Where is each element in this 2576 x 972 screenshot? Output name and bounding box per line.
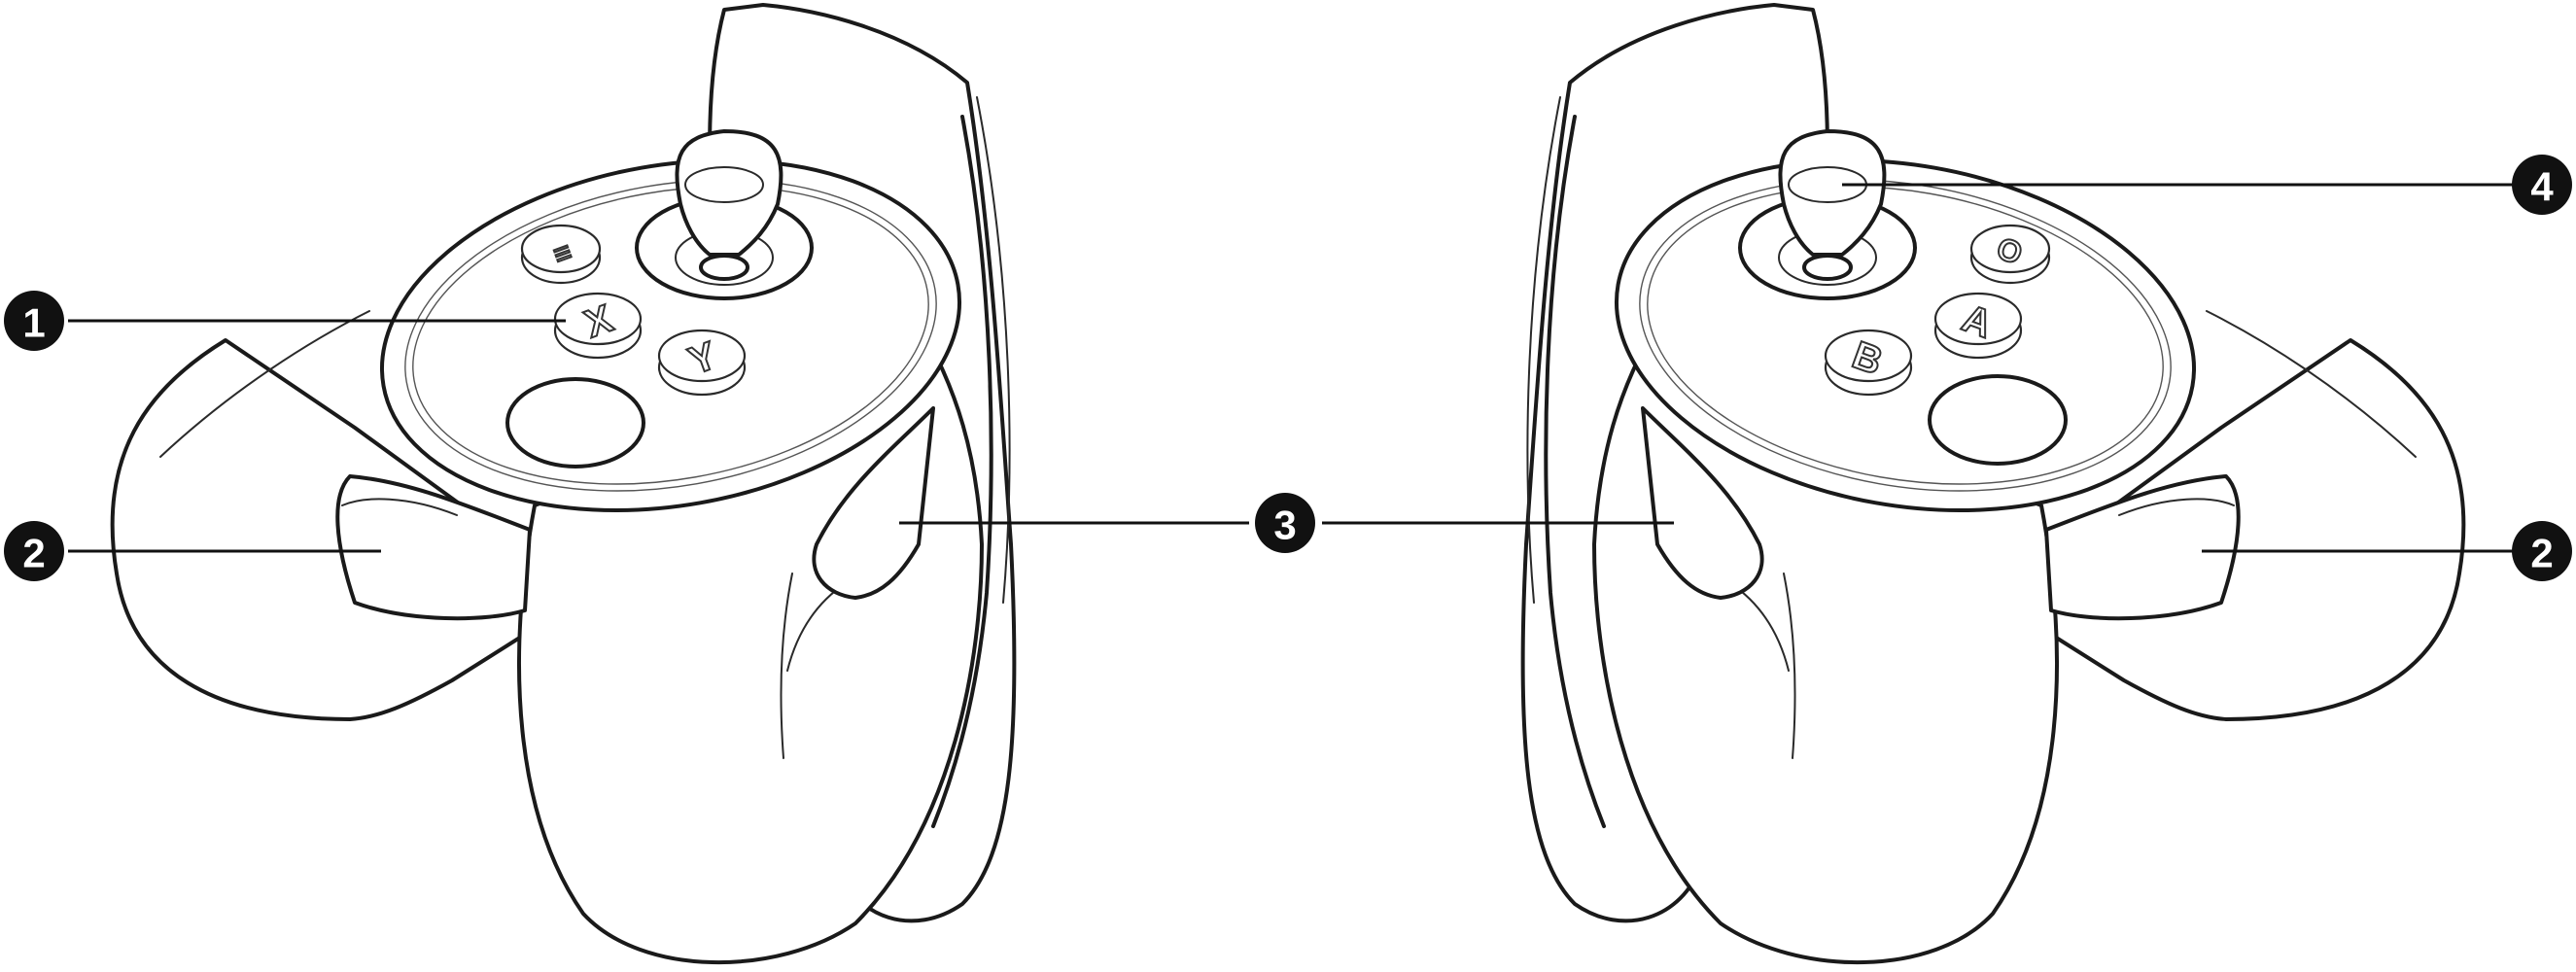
callout-1: 1 [4,291,64,351]
left-menu-button[interactable]: ≡ [520,224,602,285]
left-thumb-rest [505,377,645,469]
callout-label: 1 [22,300,45,346]
right-grip-trigger[interactable] [2044,474,2241,621]
right-a-button[interactable]: A [1933,292,2023,360]
left-grip-trigger[interactable] [335,474,532,621]
callout-badge [4,291,64,351]
left-controller: ≡ X Y [110,3,1017,965]
callout-badge [1255,493,1315,553]
callout-2-left: 2 [4,521,64,581]
callout-2-right: 2 [2512,521,2572,581]
right-index-trigger[interactable] [1641,406,1764,600]
left-thumbstick[interactable] [635,129,814,300]
right-b-button[interactable]: B [1824,329,1913,397]
callout-label: 2 [2530,531,2553,576]
callout-badge [4,521,64,581]
callout-leaders [68,183,2513,553]
right-oculus-button[interactable]: O [1969,224,2051,285]
left-x-button[interactable]: X [553,292,643,360]
callout-badge [2512,521,2572,581]
callout-3: 3 [1255,493,1315,553]
callout-label: 4 [2530,164,2554,210]
callout-badge [2512,155,2572,215]
callout-4: 4 [2512,155,2572,215]
callout-label: 2 [22,531,45,576]
right-controller: O A B [1520,3,2466,965]
callout-label: 3 [1273,503,1296,548]
right-thumbstick[interactable] [1738,129,1917,300]
left-y-button[interactable]: Y [657,329,747,397]
left-index-trigger[interactable] [812,406,935,600]
right-thumb-rest [1928,374,2068,466]
